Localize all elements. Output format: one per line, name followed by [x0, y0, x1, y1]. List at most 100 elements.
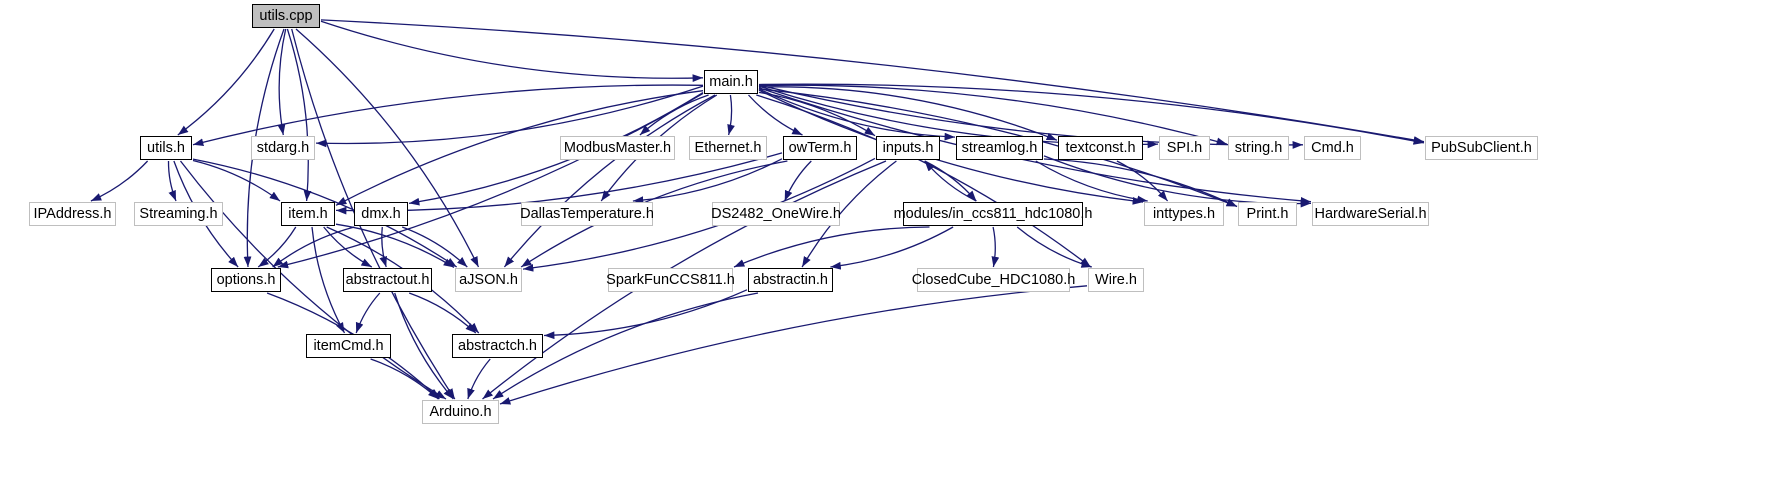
edge-abstractin-h-to-abstractch-h	[543, 289, 748, 340]
edge-inputs-h-to-arduino-h	[482, 160, 887, 400]
node-utils-cpp[interactable]: utils.cpp	[252, 4, 320, 28]
edge-abstractin-h-to-arduino-h	[492, 292, 759, 400]
edge-main-h-to-streamlog-h	[758, 88, 956, 141]
edge-main-h-to-item-h	[335, 90, 704, 206]
node-main-h[interactable]: main.h	[704, 70, 758, 94]
node-arduino-h[interactable]: Arduino.h	[422, 400, 499, 424]
node-label: streamlog.h	[961, 139, 1038, 156]
edge-item-h-to-options-h	[257, 226, 297, 268]
node-textconst-h[interactable]: textconst.h	[1058, 136, 1143, 160]
node-label: textconst.h	[1065, 139, 1136, 156]
node-spi-h[interactable]: SPI.h	[1159, 136, 1210, 160]
node-inputs-h[interactable]: inputs.h	[876, 136, 940, 160]
edge-main-h-to-pubsub-h	[758, 83, 1425, 145]
node-label: DallasTemperature.h	[520, 205, 654, 222]
node-wire-h[interactable]: Wire.h	[1088, 268, 1144, 292]
node-stdarg-h[interactable]: stdarg.h	[251, 136, 315, 160]
node-dmx-h[interactable]: dmx.h	[354, 202, 408, 226]
edge-textconst-h-to-inttypes-h	[1116, 160, 1169, 202]
edge-ccs811mod-h-to-inputs-h	[924, 160, 977, 202]
edge-streamlog-h-to-inttypes-h	[1035, 160, 1148, 204]
node-label: stdarg.h	[256, 139, 310, 156]
node-label: SparkFunCCS811.h	[606, 271, 735, 288]
node-ccs811mod-h[interactable]: modules/in_ccs811_hdc1080.h	[894, 202, 1092, 226]
edge-main-h-to-hwserial-h	[758, 87, 1312, 205]
node-label: inttypes.h	[1152, 205, 1216, 222]
edge-inputs-h-to-abstractin-h	[801, 160, 897, 268]
edge-utils-cpp-to-main-h	[320, 20, 704, 82]
node-label: SPI.h	[1166, 139, 1203, 156]
node-inttypes-h[interactable]: inttypes.h	[1144, 202, 1224, 226]
node-label: string.h	[1234, 139, 1283, 156]
edge-utils-h-to-streaming-h	[167, 160, 177, 202]
edge-utils-cpp-to-ajson-h	[295, 28, 480, 268]
node-closedcube-h[interactable]: ClosedCube_HDC1080.h	[912, 268, 1075, 292]
edge-ccs811mod-h-to-closedcube-h	[991, 226, 1000, 268]
node-label: DS2482_OneWire.h	[711, 205, 841, 222]
edge-main-h-to-modbus-h	[639, 94, 709, 136]
edge-owterm-h-to-ds2482-h	[784, 160, 812, 202]
edge-item-h-to-abstractout-h	[323, 226, 373, 268]
node-label: main.h	[709, 73, 753, 90]
node-print-h[interactable]: Print.h	[1238, 202, 1297, 226]
node-ethernet-h[interactable]: Ethernet.h	[689, 136, 767, 160]
node-label: PubSubClient.h	[1431, 139, 1532, 156]
edge-ccs811mod-h-to-wire-h	[1016, 226, 1092, 268]
node-label: options.h	[216, 271, 276, 288]
node-label: utils.cpp	[259, 7, 313, 24]
node-sparkfun-h[interactable]: SparkFunCCS811.h	[606, 268, 735, 292]
node-abstractin-h[interactable]: abstractin.h	[748, 268, 833, 292]
edge-inputs-h-to-ajson-h	[522, 157, 876, 272]
edge-utils-h-to-arduino-h	[179, 160, 447, 400]
node-label: Cmd.h	[1311, 139, 1354, 156]
node-label: aJSON.h	[459, 271, 518, 288]
node-itemcmd-h[interactable]: itemCmd.h	[306, 334, 391, 358]
edge-main-h-to-ajson-h	[503, 94, 716, 268]
edge-ccs811mod-h-to-sparkfun-h	[733, 226, 930, 268]
node-item-h[interactable]: item.h	[281, 202, 335, 226]
node-abstractout-h[interactable]: abstractout.h	[343, 268, 432, 292]
node-cmd-h[interactable]: Cmd.h	[1304, 136, 1361, 160]
node-owterm-h[interactable]: owTerm.h	[783, 136, 857, 160]
node-label: Ethernet.h	[694, 139, 762, 156]
node-pubsub-h[interactable]: PubSubClient.h	[1425, 136, 1538, 160]
edge-item-h-to-ajson-h	[335, 223, 455, 268]
node-modbus-h[interactable]: ModbusMaster.h	[560, 136, 675, 160]
node-label: dmx.h	[361, 205, 401, 222]
node-options-h[interactable]: options.h	[211, 268, 281, 292]
node-label: inputs.h	[882, 139, 934, 156]
node-label: abstractout.h	[345, 271, 430, 288]
edge-utils-cpp-to-utils-h	[177, 28, 275, 136]
edge-main-h-to-textconst-h	[758, 86, 1058, 141]
edge-wire-h-to-arduino-h	[499, 285, 1088, 405]
edge-streamlog-h-to-print-h	[1043, 158, 1238, 208]
edge-main-h-to-print-h	[758, 88, 1238, 208]
node-ipaddress-h[interactable]: IPAddress.h	[29, 202, 116, 226]
node-streaming-h[interactable]: Streaming.h	[134, 202, 223, 226]
node-streamlog-h[interactable]: streamlog.h	[956, 136, 1043, 160]
edge-dmx-h-to-options-h	[272, 226, 355, 268]
node-ajson-h[interactable]: aJSON.h	[455, 268, 522, 292]
node-dallas-h[interactable]: DallasTemperature.h	[520, 202, 654, 226]
node-hwserial-h[interactable]: HardwareSerial.h	[1312, 202, 1429, 226]
node-label: ModbusMaster.h	[563, 139, 672, 156]
edge-main-h-to-owterm-h	[748, 94, 803, 136]
edge-abstractout-h-to-itemcmd-h	[355, 292, 381, 334]
edge-owterm-h-to-dallas-h	[632, 158, 783, 205]
edge-streamlog-h-to-hwserial-h	[1043, 155, 1312, 208]
node-utils-h[interactable]: utils.h	[140, 136, 192, 160]
node-label: Wire.h	[1095, 271, 1137, 288]
node-abstractch-h[interactable]: abstractch.h	[452, 334, 543, 358]
edge-owterm-h-to-ajson-h	[520, 160, 788, 268]
node-label: itemCmd.h	[313, 337, 384, 354]
node-label: abstractch.h	[458, 337, 537, 354]
edge-utils-cpp-to-pubsub-h	[320, 19, 1425, 144]
edge-abstractout-h-to-abstractch-h	[408, 292, 477, 334]
node-label: Print.h	[1246, 205, 1289, 222]
edge-main-h-to-utils-h	[192, 84, 704, 147]
node-label: HardwareSerial.h	[1314, 205, 1427, 222]
node-label: abstractin.h	[753, 271, 828, 288]
node-ds2482-h[interactable]: DS2482_OneWire.h	[711, 202, 841, 226]
node-string-h[interactable]: string.h	[1228, 136, 1289, 160]
edge-utils-cpp-to-stdarg-h	[277, 28, 287, 136]
